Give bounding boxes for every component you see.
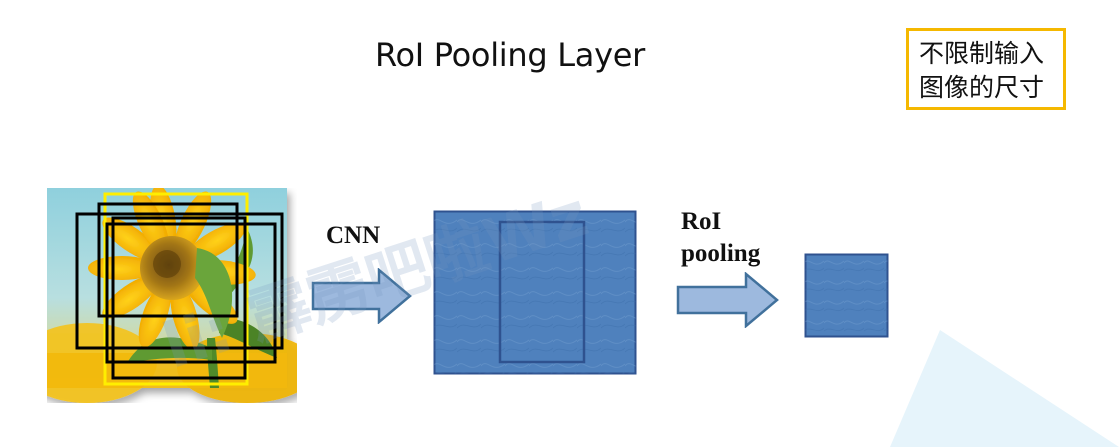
note-box: 不限制输入 图像的尺寸: [906, 28, 1066, 110]
projected-roi-box: [498, 220, 586, 364]
roi-label-line-2: pooling: [681, 240, 761, 267]
pooled-feature-map: [804, 253, 889, 338]
decorative-triangle: [890, 330, 1119, 447]
roi-label-line-1: RoI: [681, 208, 722, 235]
roi-pooling-arrow-icon: [676, 272, 779, 328]
cnn-arrow-icon: [311, 268, 412, 324]
feature-map: [433, 210, 637, 375]
note-line-1: 不限制输入: [919, 39, 1045, 68]
input-image: [47, 188, 297, 403]
note-line-2: 图像的尺寸: [919, 73, 1045, 102]
roi-pooling-label: RoI pooling: [681, 206, 760, 270]
cnn-label: CNN: [326, 222, 381, 249]
slide-title: RoI Pooling Layer: [375, 36, 645, 74]
